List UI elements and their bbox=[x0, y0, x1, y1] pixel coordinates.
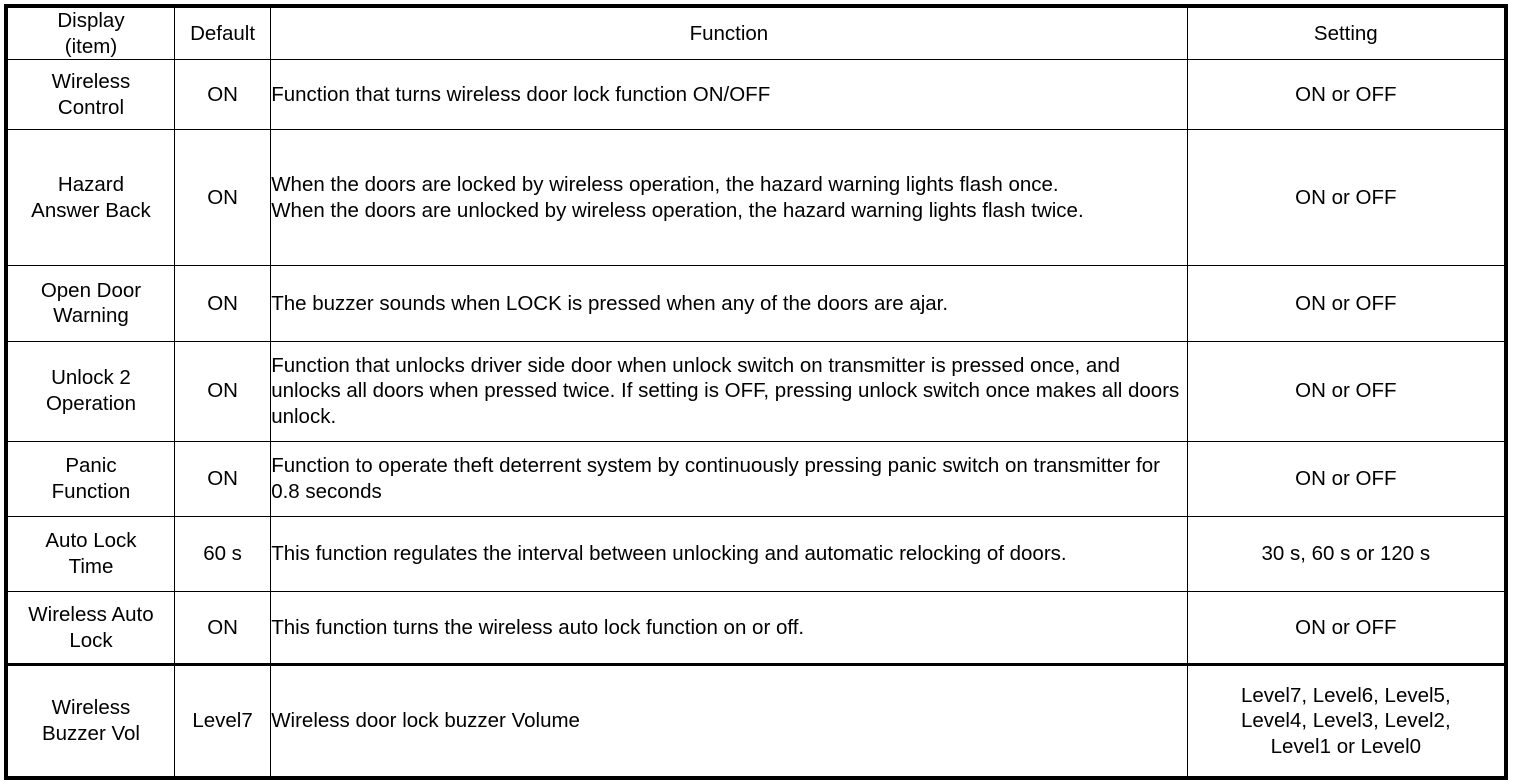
display-item-line1: Wireless Auto bbox=[28, 602, 154, 626]
cell-setting-options: ON or OFF bbox=[1186, 59, 1507, 131]
setting-options-line2: Level4, Level3, Level2, bbox=[1240, 709, 1451, 733]
cell-display-item: Hazard Answer Back bbox=[5, 129, 175, 267]
display-item-line2: Operation bbox=[45, 392, 136, 416]
display-item-line1: Unlock 2 bbox=[51, 366, 131, 390]
display-item-line2: Function bbox=[51, 479, 131, 503]
cell-setting-options: Level7, Level6, Level5, Level4, Level3, … bbox=[1186, 663, 1507, 779]
display-item-line1: Wireless bbox=[51, 696, 131, 720]
function-description-line1: When the doors are locked by wireless op… bbox=[271, 173, 1059, 197]
table-row: Wireless Auto Lock ON This function turn… bbox=[5, 590, 1507, 667]
display-item-line1: Panic bbox=[65, 453, 117, 477]
cell-function-description: This function turns the wireless auto lo… bbox=[270, 590, 1188, 667]
cell-default-value: Level7 bbox=[173, 663, 272, 779]
display-item-line1: Hazard bbox=[57, 173, 125, 197]
display-item-line2: Time bbox=[68, 554, 114, 578]
cell-default-value: ON bbox=[173, 340, 272, 442]
function-description-line2: When the doors are unlocked by wireless … bbox=[271, 198, 1084, 222]
cell-function-description: Wireless door lock buzzer Volume bbox=[270, 663, 1188, 779]
table-body: Wireless Control ON Function that turns … bbox=[5, 59, 1507, 779]
display-item-line1: Auto Lock bbox=[45, 529, 137, 553]
cell-display-item: Auto Lock Time bbox=[5, 515, 175, 592]
display-item-line1: Open Door bbox=[40, 278, 142, 302]
table-row: Wireless Control ON Function that turns … bbox=[5, 59, 1507, 131]
display-item-line2: Control bbox=[57, 95, 125, 119]
column-header-display-line1: Display bbox=[57, 9, 125, 32]
cell-display-item: Wireless Auto Lock bbox=[5, 590, 175, 667]
table-row: Hazard Answer Back ON When the doors are… bbox=[5, 129, 1507, 267]
wireless-door-lock-settings-table: Display (item) Default Function Setting … bbox=[4, 4, 1508, 780]
cell-setting-options: 30 s, 60 s or 120 s bbox=[1186, 515, 1507, 592]
table-row: Auto Lock Time 60 s This function regula… bbox=[5, 515, 1507, 592]
cell-default-value: 60 s bbox=[173, 515, 272, 592]
cell-default-value: ON bbox=[173, 440, 272, 517]
header-row: Display (item) Default Function Setting bbox=[5, 5, 1507, 61]
cell-setting-options: ON or OFF bbox=[1186, 129, 1507, 267]
column-header-setting: Setting bbox=[1186, 5, 1507, 61]
cell-default-value: ON bbox=[173, 265, 272, 342]
column-header-default: Default bbox=[173, 5, 272, 61]
table-row: Unlock 2 Operation ON Function that unlo… bbox=[5, 340, 1507, 442]
cell-default-value: ON bbox=[173, 59, 272, 131]
cell-function-description: When the doors are locked by wireless op… bbox=[270, 129, 1188, 267]
display-item-line2: Lock bbox=[69, 628, 113, 652]
cell-setting-options: ON or OFF bbox=[1186, 590, 1507, 667]
cell-function-description: Function to operate theft deterrent syst… bbox=[270, 440, 1188, 517]
cell-display-item: Unlock 2 Operation bbox=[5, 340, 175, 442]
display-item-line2: Buzzer Vol bbox=[41, 722, 140, 746]
cell-setting-options: ON or OFF bbox=[1186, 340, 1507, 442]
cell-function-description: The buzzer sounds when LOCK is pressed w… bbox=[270, 265, 1188, 342]
cell-display-item: Open Door Warning bbox=[5, 265, 175, 342]
display-item-line2: Answer Back bbox=[31, 198, 151, 222]
display-item-line2: Warning bbox=[53, 304, 129, 328]
column-header-function: Function bbox=[270, 5, 1188, 61]
column-header-display: Display (item) bbox=[5, 5, 175, 61]
display-item-line1: Wireless bbox=[51, 70, 131, 94]
cell-function-description: Function that turns wireless door lock f… bbox=[270, 59, 1188, 131]
cell-default-value: ON bbox=[173, 129, 272, 267]
cell-setting-options: ON or OFF bbox=[1186, 265, 1507, 342]
setting-options-line1: Level7, Level6, Level5, bbox=[1240, 683, 1451, 707]
cell-display-item: Wireless Control bbox=[5, 59, 175, 131]
cell-function-description: Function that unlocks driver side door w… bbox=[270, 340, 1188, 442]
table-header: Display (item) Default Function Setting bbox=[5, 5, 1507, 61]
setting-options-line3: Level1 or Level0 bbox=[1270, 734, 1422, 758]
table-row: Panic Function ON Function to operate th… bbox=[5, 440, 1507, 517]
table-row: Wireless Buzzer Vol Level7 Wireless door… bbox=[5, 663, 1507, 779]
column-header-display-line2: (item) bbox=[64, 34, 118, 58]
cell-setting-options: ON or OFF bbox=[1186, 440, 1507, 517]
cell-default-value: ON bbox=[173, 590, 272, 667]
table-row: Open Door Warning ON The buzzer sounds w… bbox=[5, 265, 1507, 342]
cell-function-description: This function regulates the interval bet… bbox=[270, 515, 1188, 592]
cell-display-item: Panic Function bbox=[5, 440, 175, 517]
cell-display-item: Wireless Buzzer Vol bbox=[5, 663, 175, 779]
